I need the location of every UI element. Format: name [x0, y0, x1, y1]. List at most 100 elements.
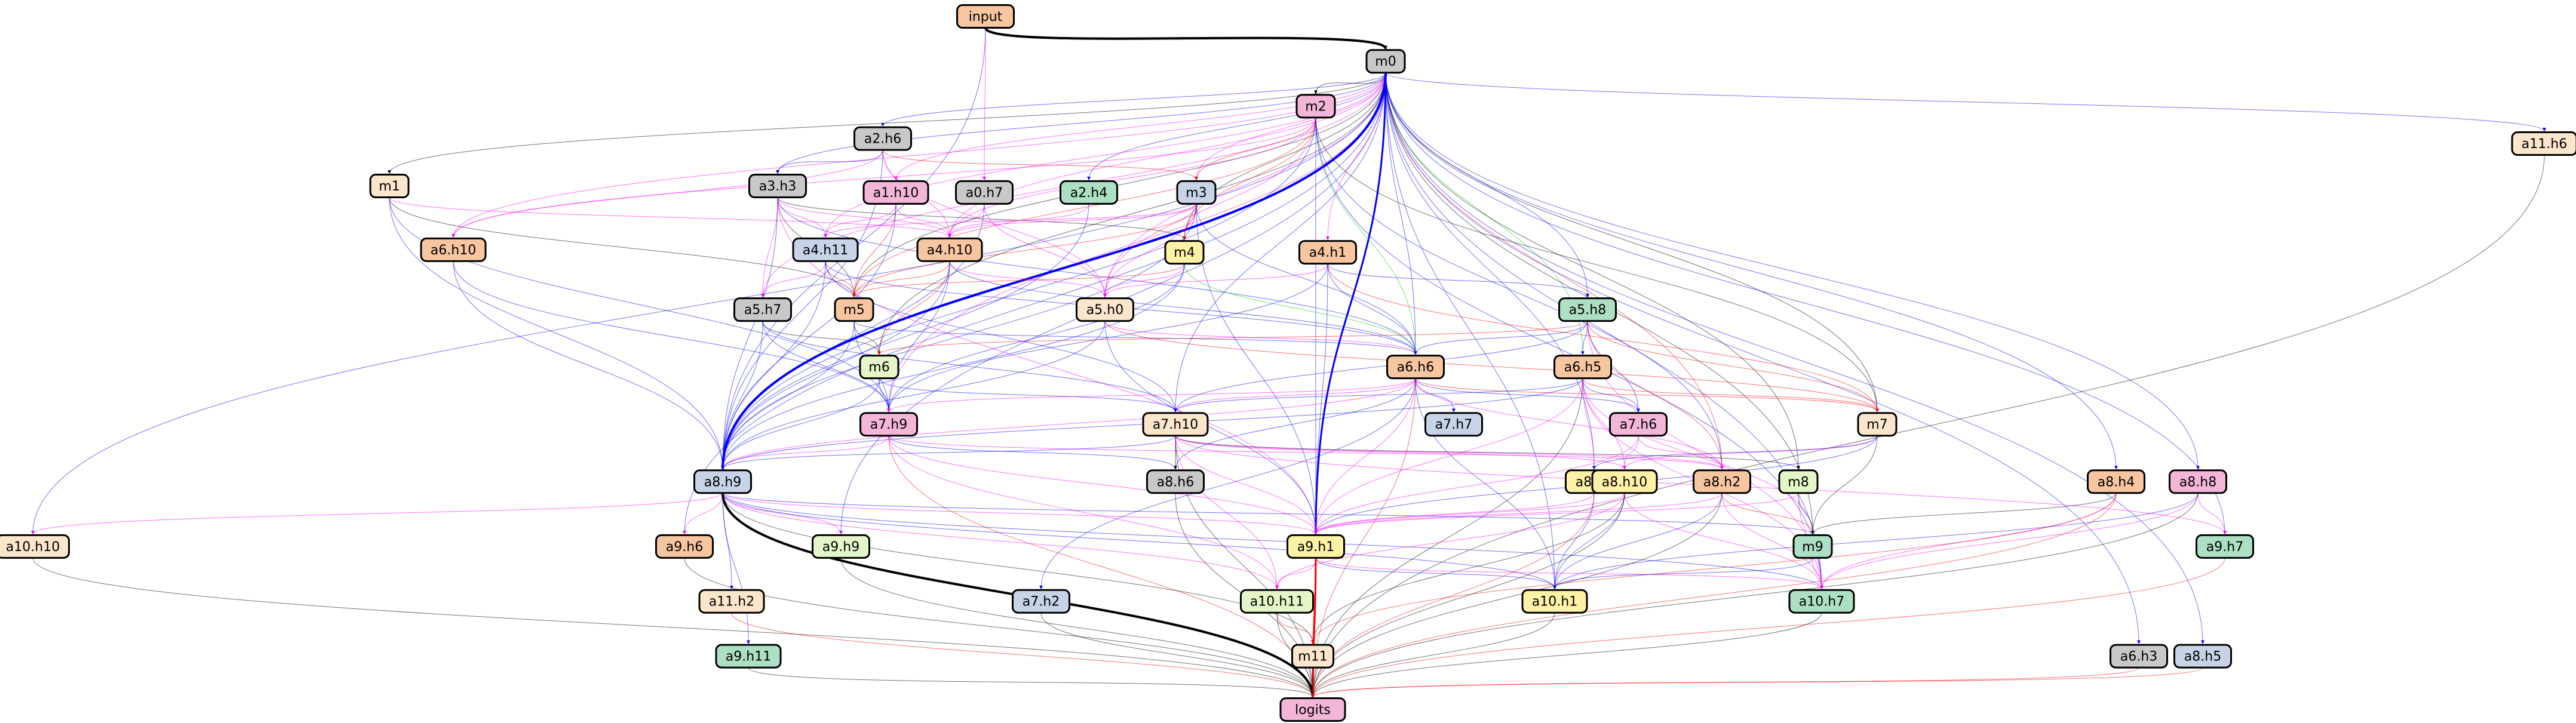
edge-a8h9-to-a9h9: [722, 493, 843, 534]
node-a10h1[interactable]: a10.h1: [1521, 589, 1588, 614]
node-box: [812, 534, 870, 559]
edge-a8h9-to-a9h6: [683, 493, 723, 534]
node-a2h4[interactable]: a2.h4: [1060, 180, 1118, 205]
node-label: a2.h4: [1070, 186, 1107, 201]
edge-a1h10-to-a4h10: [895, 204, 951, 238]
node-logits[interactable]: logits: [1279, 697, 1346, 722]
edge-a7h9-to-logits: [888, 435, 1315, 698]
node-a9h1[interactable]: a9.h1: [1287, 534, 1345, 559]
node-m6[interactable]: m6: [859, 355, 899, 380]
node-a8h6[interactable]: a8.h6: [1146, 469, 1205, 494]
node-a6h3[interactable]: a6.h3: [2110, 644, 2168, 669]
node-label: a0.h7: [966, 186, 1003, 201]
edge-m7-to-a8h10: [1623, 435, 1878, 470]
edge-a6h10-to-a7h9: [453, 261, 891, 413]
node-a4h1[interactable]: a4.h1: [1298, 240, 1357, 265]
node-a6h10[interactable]: a6.h10: [420, 237, 487, 262]
node-a9h11[interactable]: a9.h11: [715, 644, 782, 669]
node-a6h5[interactable]: a6.h5: [1553, 355, 1612, 380]
node-m3[interactable]: m3: [1176, 180, 1217, 205]
node-m1[interactable]: m1: [369, 174, 410, 199]
edge-m0-to-a8h5: [1385, 72, 2205, 644]
node-m11[interactable]: m11: [1291, 644, 1334, 669]
node-a4h10[interactable]: a4.h10: [916, 237, 983, 262]
node-a8h10[interactable]: a8.h10: [1591, 469, 1658, 494]
edge-a8h2-to-a10h1: [1553, 493, 1723, 589]
node-label: a2.h6: [864, 132, 901, 147]
node-label: logits: [1295, 703, 1331, 718]
node-box: [1295, 94, 1336, 119]
node-box: [1693, 469, 1751, 494]
edge-a10h10-to-logits: [32, 558, 1315, 698]
node-m4[interactable]: m4: [1164, 240, 1205, 265]
edge-m2-to-a10h7: [1315, 117, 1823, 589]
node-a5h8[interactable]: a5.h8: [1558, 297, 1617, 322]
node-box: [1287, 534, 1345, 559]
node-a10h11[interactable]: a10.h11: [1240, 589, 1314, 614]
node-a10h10[interactable]: a10.h10: [0, 534, 70, 559]
node-m2[interactable]: m2: [1295, 94, 1336, 119]
node-label: a4.h11: [803, 243, 848, 258]
edge-m2-to-a8h2: [1315, 117, 1724, 470]
node-box: [1298, 240, 1357, 265]
edge-m3-to-a4h10: [948, 204, 1197, 238]
node-a6h6[interactable]: a6.h6: [1386, 355, 1445, 380]
node-label: a11.h2: [709, 595, 754, 610]
node-label: a8.h4: [2098, 475, 2135, 490]
node-a8h4[interactable]: a8.h4: [2087, 469, 2145, 494]
node-box: [715, 644, 782, 669]
node-m5[interactable]: m5: [834, 297, 874, 322]
node-input[interactable]: input: [956, 4, 1015, 29]
edge-m0-to-a4h10: [948, 72, 1386, 238]
edge-a10h1-to-logits: [1311, 613, 1555, 698]
node-a0h7[interactable]: a0.h7: [955, 180, 1014, 205]
node-a9h6[interactable]: a9.h6: [655, 534, 714, 559]
node-a11h2[interactable]: a11.h2: [698, 589, 765, 614]
node-a3h3[interactable]: a3.h3: [748, 174, 807, 199]
edge-a1h10-to-a4h11: [824, 204, 896, 238]
node-label: m7: [1866, 417, 1887, 432]
edge-m7-to-m9: [1811, 435, 1878, 534]
node-a2h6[interactable]: a2.h6: [853, 126, 912, 151]
edge-a6h6-to-a7h2: [1039, 378, 1416, 589]
node-a9h7[interactable]: a9.h7: [2196, 534, 2254, 559]
node-a11h6[interactable]: a11.h6: [2511, 131, 2576, 156]
node-box: [834, 297, 874, 322]
edge-a8h10-to-a10h11: [1275, 493, 1625, 589]
edge-a8h9-to-a10h7: [722, 493, 1823, 589]
node-a7h9[interactable]: a7.h9: [859, 412, 918, 437]
node-a4h11[interactable]: a4.h11: [792, 237, 859, 262]
edge-m0-to-a9h1: [1314, 72, 1387, 534]
node-a10h7[interactable]: a10.h7: [1788, 589, 1855, 614]
edge-m1-to-m5: [389, 197, 856, 298]
edge-m4-to-a8h9: [721, 263, 1185, 470]
node-a8h2[interactable]: a8.h2: [1693, 469, 1751, 494]
edge-m0-to-a1h10: [894, 72, 1386, 180]
node-a7h6[interactable]: a7.h6: [1609, 412, 1668, 437]
node-a7h10[interactable]: a7.h10: [1142, 412, 1209, 437]
node-a8h9[interactable]: a8.h9: [693, 469, 752, 494]
node-a1h10[interactable]: a1.h10: [862, 180, 929, 205]
node-label: a7.h10: [1153, 417, 1198, 432]
edge-a11h2-to-logits: [731, 613, 1315, 698]
edge-m0-to-a3h3: [776, 72, 1386, 174]
node-label: a6.h10: [431, 243, 476, 258]
edge-a8h8-to-a10h7: [1820, 493, 2199, 589]
edge-a2h6-to-a8h9: [721, 150, 883, 470]
node-m0[interactable]: m0: [1365, 49, 1406, 74]
node-a8h8[interactable]: a8.h8: [2169, 469, 2227, 494]
node-m7[interactable]: m7: [1857, 412, 1898, 437]
edge-a6h6-to-a7h10: [1174, 378, 1416, 413]
node-a9h9[interactable]: a9.h9: [812, 534, 870, 559]
node-a5h7[interactable]: a5.h7: [733, 297, 792, 322]
edge-a9h9-to-logits: [840, 558, 1315, 698]
node-m8[interactable]: m8: [1778, 469, 1819, 494]
node-a8h5[interactable]: a8.h5: [2173, 644, 2232, 669]
edge-a8h9-to-a10h10: [31, 493, 723, 534]
node-m9[interactable]: m9: [1792, 534, 1833, 559]
node-a7h7[interactable]: a7.h7: [1424, 412, 1483, 437]
node-box: [955, 180, 1014, 205]
node-a5h0[interactable]: a5.h0: [1076, 297, 1134, 322]
node-a7h2[interactable]: a7.h2: [1012, 589, 1070, 614]
edge-a2h6-to-a3h3: [776, 150, 883, 174]
